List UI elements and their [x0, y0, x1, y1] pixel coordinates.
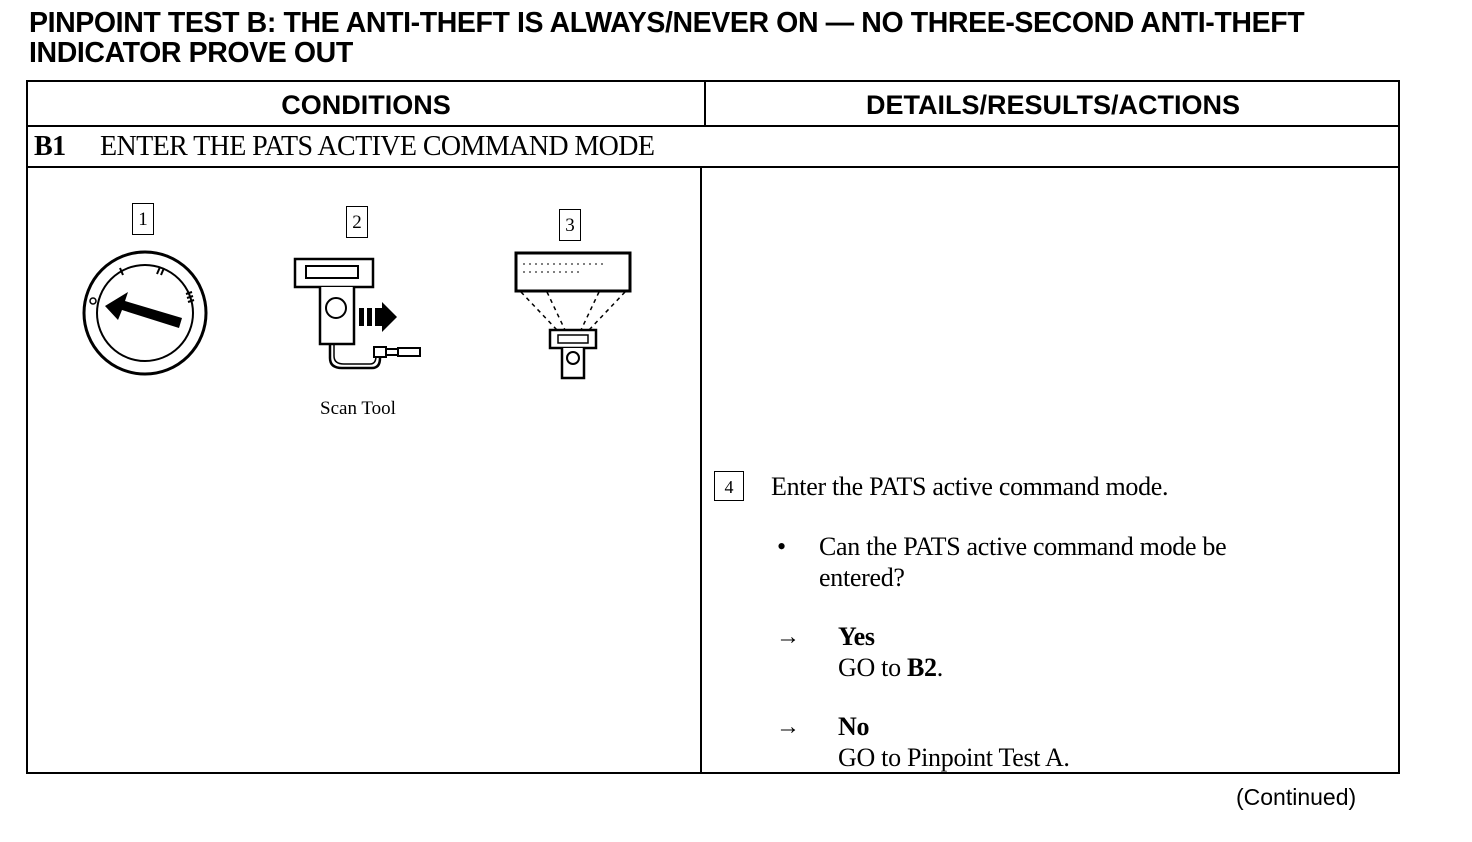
- figure-step-3-number: 3: [559, 209, 581, 241]
- pinpoint-test-table: CONDITIONS DETAILS/RESULTS/ACTIONS B1 ENT…: [26, 80, 1400, 774]
- header-column-divider: [704, 82, 706, 125]
- action-instruction: Enter the PATS active command mode.: [771, 472, 1169, 501]
- scan-tool-icon: [293, 257, 421, 370]
- step-id: B1: [34, 131, 66, 162]
- action-step-number: 4: [714, 471, 744, 501]
- step-row: B1 ENTER THE PATS ACTIVE COMMAND MODE: [34, 129, 655, 165]
- step-title: ENTER THE PATS ACTIVE COMMAND MODE: [100, 131, 655, 162]
- continued-note: (Continued): [1236, 784, 1357, 810]
- yes-result: Yes GO to B2.: [838, 621, 943, 683]
- page-title: PINPOINT TEST B: THE ANTI-THEFT IS ALWAY…: [29, 8, 1449, 68]
- details-header: DETAILS/RESULTS/ACTIONS: [865, 90, 1240, 120]
- conditions-header: CONDITIONS: [281, 90, 451, 120]
- no-label: No: [838, 712, 870, 741]
- question-bullet: •: [777, 532, 786, 561]
- header-rule: [28, 125, 1398, 127]
- ignition-switch-icon: [82, 250, 208, 376]
- yes-label: Yes: [838, 622, 875, 651]
- yes-action-suffix: .: [936, 653, 944, 682]
- figure-step-1-number: 1: [132, 203, 154, 235]
- yes-action-prefix: GO to: [838, 653, 907, 682]
- no-action: GO to Pinpoint Test A.: [838, 743, 1070, 772]
- no-result: No GO to Pinpoint Test A.: [838, 711, 1070, 773]
- scan-tool-display-icon: [514, 251, 632, 380]
- step-row-rule: [28, 166, 1398, 168]
- question-line-1: Can the PATS active command mode be: [819, 532, 1227, 561]
- question-text: Can the PATS active command mode be ente…: [819, 531, 1227, 593]
- yes-arrow: →: [776, 623, 800, 650]
- body-column-divider: [700, 168, 702, 774]
- yes-action: GO to B2.: [838, 652, 943, 683]
- title-line-2: INDICATOR PROVE OUT: [29, 37, 353, 69]
- yes-action-target: B2: [906, 653, 937, 682]
- no-arrow: →: [776, 713, 800, 740]
- scan-tool-label: Scan Tool: [320, 398, 396, 419]
- figure-step-2-number: 2: [346, 206, 368, 238]
- title-line-1: PINPOINT TEST B: THE ANTI-THEFT IS ALWAY…: [29, 7, 1305, 39]
- question-line-2: entered?: [819, 563, 905, 592]
